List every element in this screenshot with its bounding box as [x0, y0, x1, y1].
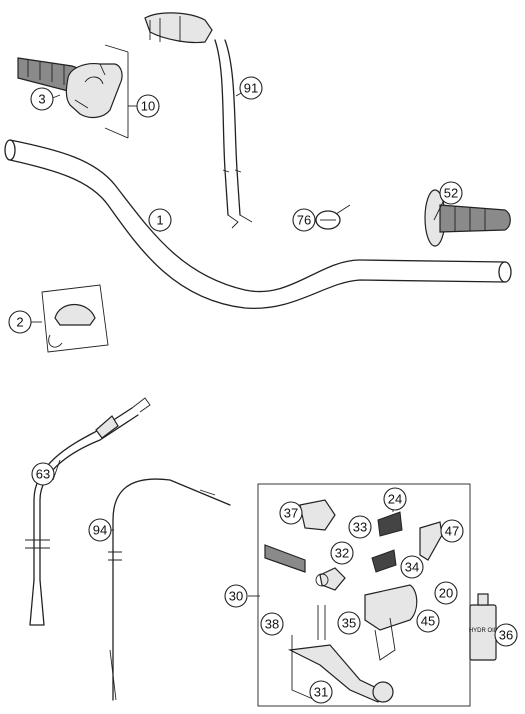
callout-30: 30	[224, 584, 248, 608]
callout-label: 31	[314, 685, 328, 700]
hydraulic-oil-bottle: HYDR OIL	[469, 593, 498, 661]
callout-label: 30	[229, 589, 243, 604]
callout-37: 37	[279, 501, 303, 525]
throttle-housing	[65, 44, 129, 139]
callout-38: 38	[260, 612, 284, 636]
callout-label: 10	[141, 99, 155, 114]
callout-label: 52	[444, 186, 458, 201]
callout-label: 24	[388, 492, 402, 507]
bar-end-insert	[41, 284, 109, 353]
callout-label: 38	[265, 617, 279, 632]
callout-label: 91	[244, 81, 258, 96]
callout-label: 1	[156, 213, 163, 228]
callout-label: 32	[335, 546, 349, 561]
handlebar	[4, 139, 512, 309]
callout-31: 31	[309, 680, 333, 704]
callout-52: 52	[439, 181, 463, 205]
callout-10: 10	[136, 94, 160, 118]
cable-tie	[315, 204, 351, 230]
callout-20: 20	[434, 581, 458, 605]
right-grip	[424, 189, 511, 247]
callout-24: 24	[383, 487, 407, 511]
callout-label: 63	[36, 467, 50, 482]
callout-label: 76	[297, 213, 311, 228]
throttle-cables	[144, 12, 253, 229]
callout-2: 2	[8, 310, 32, 334]
callout-36: 36	[494, 623, 518, 647]
cable-63	[25, 397, 151, 626]
callout-45: 45	[416, 609, 440, 633]
bottle-label: HYDR OIL	[469, 628, 498, 634]
callout-label: 45	[421, 614, 435, 629]
callout-1: 1	[148, 208, 172, 232]
callout-label: 94	[93, 523, 107, 538]
callout-47: 47	[440, 519, 464, 543]
callout-label: 35	[342, 616, 356, 631]
callout-32: 32	[330, 541, 354, 565]
callout-91: 91	[239, 76, 263, 100]
callout-label: 47	[445, 524, 459, 539]
callout-label: 3	[38, 92, 45, 107]
callout-label: 20	[439, 586, 453, 601]
callout-35: 35	[337, 611, 361, 635]
callout-3: 3	[30, 87, 54, 111]
callout-label: 37	[284, 506, 298, 521]
callout-label: 2	[16, 315, 23, 330]
callout-label: 33	[353, 520, 367, 535]
callout-33: 33	[348, 515, 372, 539]
cable-94	[108, 478, 231, 701]
callout-label: 36	[499, 628, 513, 643]
callout-label: 34	[405, 560, 419, 575]
clutch-assembly	[257, 483, 471, 707]
callout-34: 34	[400, 555, 424, 579]
callout-63: 63	[31, 462, 55, 486]
callout-94: 94	[88, 518, 112, 542]
callout-76: 76	[292, 208, 316, 232]
